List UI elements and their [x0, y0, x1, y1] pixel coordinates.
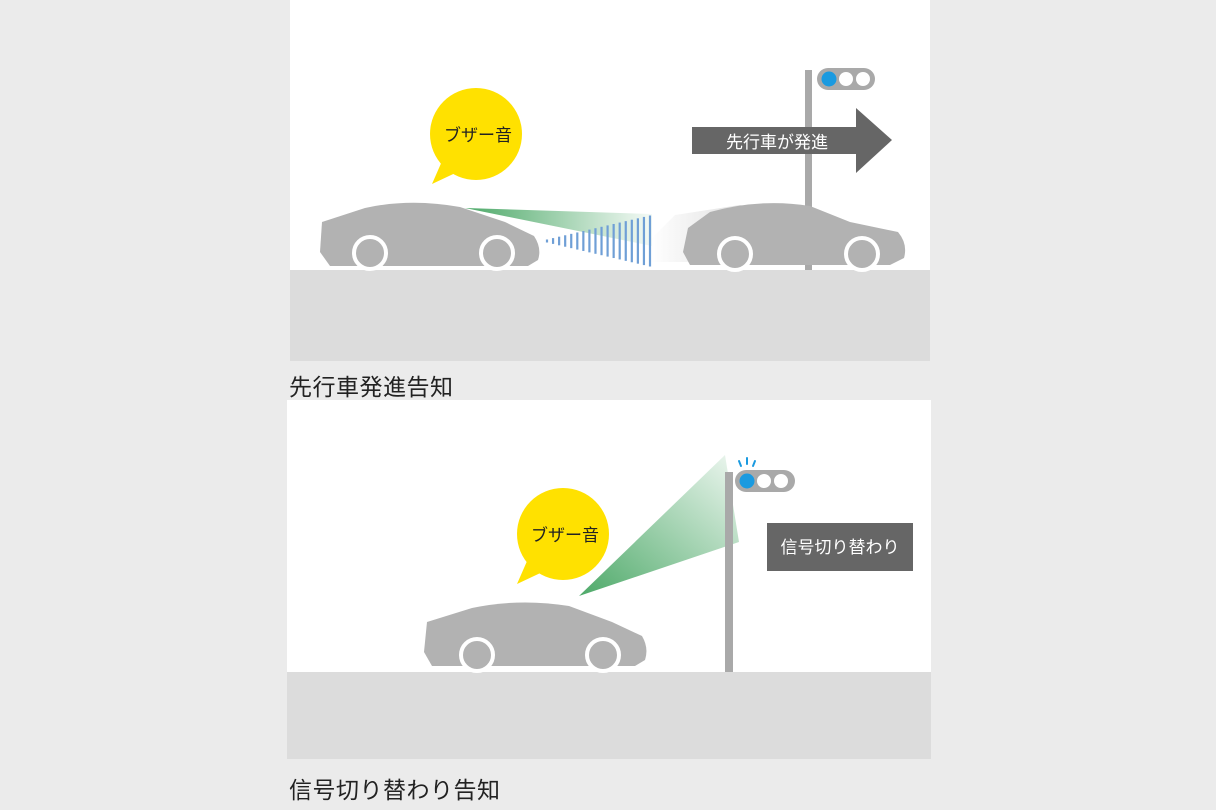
buzzer-speech-bubble: ブザー音 [430, 88, 522, 184]
bubble-text: ブザー音 [444, 125, 512, 146]
traffic-light-red-lamp [774, 474, 788, 488]
road [287, 672, 931, 759]
traffic-light-yellow-lamp [757, 474, 771, 488]
buzzer-speech-bubble: ブザー音 [517, 488, 609, 584]
traffic-light [735, 457, 795, 492]
caption-signal-change: 信号切り替わり告知 [289, 778, 501, 804]
lead-car [683, 203, 906, 272]
camera-beam [465, 208, 652, 246]
road [290, 270, 930, 361]
traffic-light-blue-lamp [739, 473, 755, 489]
scene-signal-change: ブザー音 信号切り替わり [287, 400, 931, 759]
camera-beam [579, 455, 739, 596]
signal-change-label: 信号切り替わり [767, 523, 913, 571]
traffic-light-blue-lamp [821, 71, 837, 87]
scene-lead-car-start: ブザー音 先行車が発進 [290, 0, 930, 361]
own-car [424, 602, 647, 673]
caption-lead-car-start: 先行車発進告知 [289, 375, 454, 401]
lamp-flash-icon [738, 457, 756, 467]
traffic-light-yellow-lamp [839, 72, 853, 86]
traffic-light-pole [805, 70, 812, 270]
arrow-sign-text: 先行車が発進 [726, 133, 828, 153]
signal-change-text: 信号切り替わり [781, 538, 900, 558]
arrow-sign: 先行車が発進 [692, 108, 892, 173]
traffic-light-pole [725, 472, 733, 672]
radar-waves [545, 215, 652, 267]
own-car [320, 202, 540, 271]
bubble-text: ブザー音 [531, 525, 599, 546]
traffic-light [817, 68, 875, 90]
traffic-light-red-lamp [856, 72, 870, 86]
